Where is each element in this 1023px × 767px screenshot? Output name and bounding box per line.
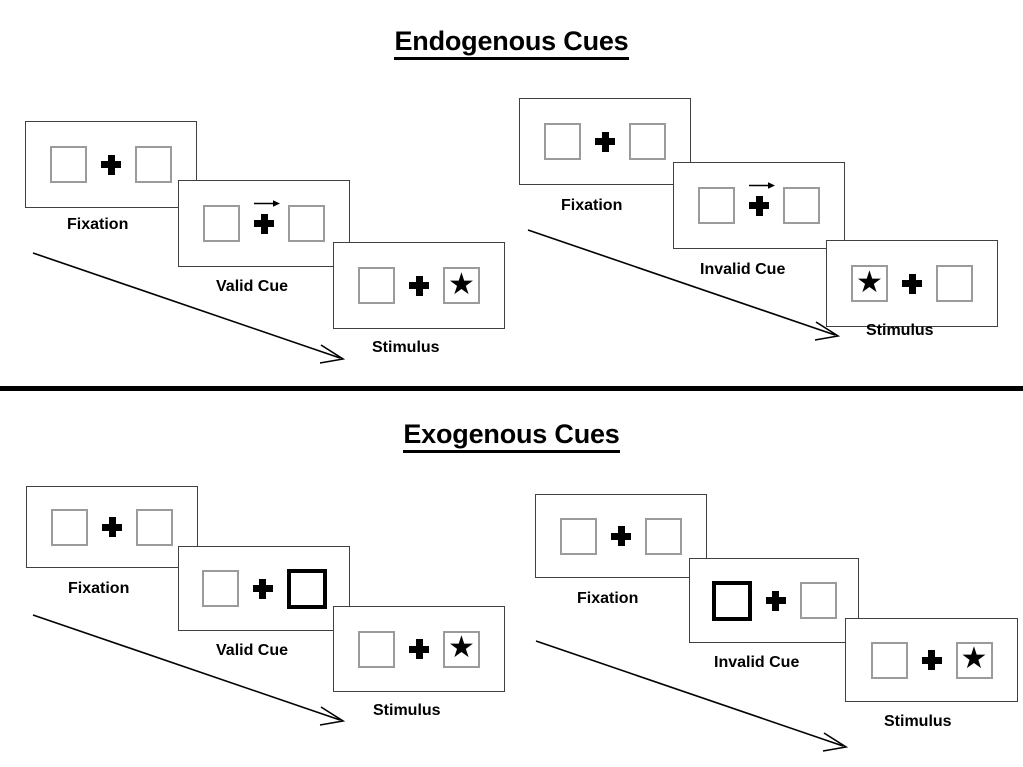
endo-invalid-fixation-label: Fixation (561, 197, 623, 214)
exo-valid-cue-panel (178, 546, 350, 631)
endo-invalid-stimulus-label: Stimulus (866, 322, 934, 339)
fixation-cross-icon (921, 650, 942, 670)
exo-valid-cue-right-box-highlighted (286, 568, 327, 609)
exo-invalid-stimulus-left-box (870, 641, 908, 679)
exo-invalid-flow-arrow (535, 640, 849, 752)
endo-invalid-cue-panel (673, 162, 845, 249)
exo-invalid-cue-label: Invalid Cue (714, 654, 800, 671)
exo-invalid-fixation-panel (535, 494, 707, 578)
exo-invalid-cue-panel (689, 558, 859, 643)
endo-valid-stimulus-label: Stimulus (372, 339, 440, 356)
endo-valid-cue-label: Valid Cue (216, 278, 289, 295)
exo-invalid-cue-right-box (799, 582, 837, 619)
endo-valid-cue-panel (178, 180, 350, 267)
exo-valid-fixation-right-box (136, 508, 173, 546)
exo-invalid-stimulus-panel: ★ (845, 618, 1018, 702)
fixation-cross-icon (765, 590, 786, 611)
star-icon: ★ (856, 265, 883, 299)
section-title-endogenous: Endogenous Cues (0, 26, 1023, 60)
endo-invalid-stimulus-left-box: ★ (851, 265, 888, 302)
endo-valid-cue-left-box (203, 205, 240, 242)
section-title-exogenous: Exogenous Cues (0, 419, 1023, 453)
fixation-cross-icon (101, 154, 121, 175)
fixation-cross-icon (409, 639, 429, 659)
fixation-cross-icon (254, 199, 280, 234)
exo-invalid-cue-left-box-highlighted (711, 580, 752, 621)
endo-valid-flow-arrow (32, 252, 346, 364)
exo-invalid-stimulus-label: Stimulus (884, 713, 952, 730)
exo-valid-cue-left-box (201, 570, 239, 607)
endo-valid-fixation-left-box (50, 146, 87, 183)
exo-valid-stimulus-left-box (358, 630, 395, 668)
endo-invalid-stimulus-right-box (936, 265, 973, 302)
endo-invalid-cue-label: Invalid Cue (700, 261, 786, 278)
star-icon: ★ (448, 267, 475, 301)
exo-valid-fixation-left-box (51, 508, 88, 546)
fixation-cross-icon (102, 517, 122, 537)
exo-invalid-stimulus-right-box: ★ (955, 641, 993, 679)
endo-valid-stimulus-left-box (358, 267, 395, 304)
endo-valid-fixation-panel (25, 121, 197, 208)
exo-valid-stimulus-panel: ★ (333, 606, 505, 692)
arrow-right-cue-icon (749, 181, 775, 189)
fixation-cross-icon (595, 131, 615, 152)
exo-valid-stimulus-label: Stimulus (373, 702, 441, 719)
star-icon: ★ (448, 631, 475, 664)
exo-valid-flow-arrow (32, 614, 346, 726)
endo-valid-stimulus-right-box: ★ (443, 267, 480, 304)
fixation-cross-icon (749, 181, 775, 216)
star-icon: ★ (960, 642, 988, 675)
endo-invalid-cue-right-box (783, 187, 820, 224)
exo-valid-cue-label: Valid Cue (216, 642, 289, 659)
exo-invalid-fixation-label: Fixation (577, 590, 639, 607)
endo-invalid-stimulus-panel: ★ (826, 240, 998, 327)
endo-invalid-cue-left-box (698, 187, 735, 224)
fixation-cross-icon (252, 578, 273, 599)
exo-valid-fixation-panel (26, 486, 198, 568)
section-title-endogenous-text: Endogenous Cues (394, 26, 629, 60)
exo-valid-stimulus-right-box: ★ (443, 630, 480, 668)
endo-invalid-flow-arrow (527, 229, 841, 341)
section-divider (0, 386, 1023, 391)
endo-invalid-fixation-panel (519, 98, 691, 185)
arrow-right-cue-icon (254, 199, 280, 207)
endo-valid-cue-right-box (288, 205, 325, 242)
endo-invalid-fixation-left-box (544, 123, 581, 160)
fixation-cross-icon (611, 526, 631, 546)
fixation-cross-icon (409, 275, 429, 296)
exo-invalid-fixation-right-box (645, 517, 682, 555)
exo-valid-fixation-label: Fixation (68, 580, 130, 597)
endo-valid-stimulus-panel: ★ (333, 242, 505, 329)
endo-valid-fixation-label: Fixation (67, 216, 129, 233)
exo-invalid-fixation-left-box (560, 517, 597, 555)
fixation-cross-icon (902, 273, 922, 294)
endo-valid-fixation-right-box (135, 146, 172, 183)
section-title-exogenous-text: Exogenous Cues (403, 419, 620, 453)
endo-invalid-fixation-right-box (629, 123, 666, 160)
